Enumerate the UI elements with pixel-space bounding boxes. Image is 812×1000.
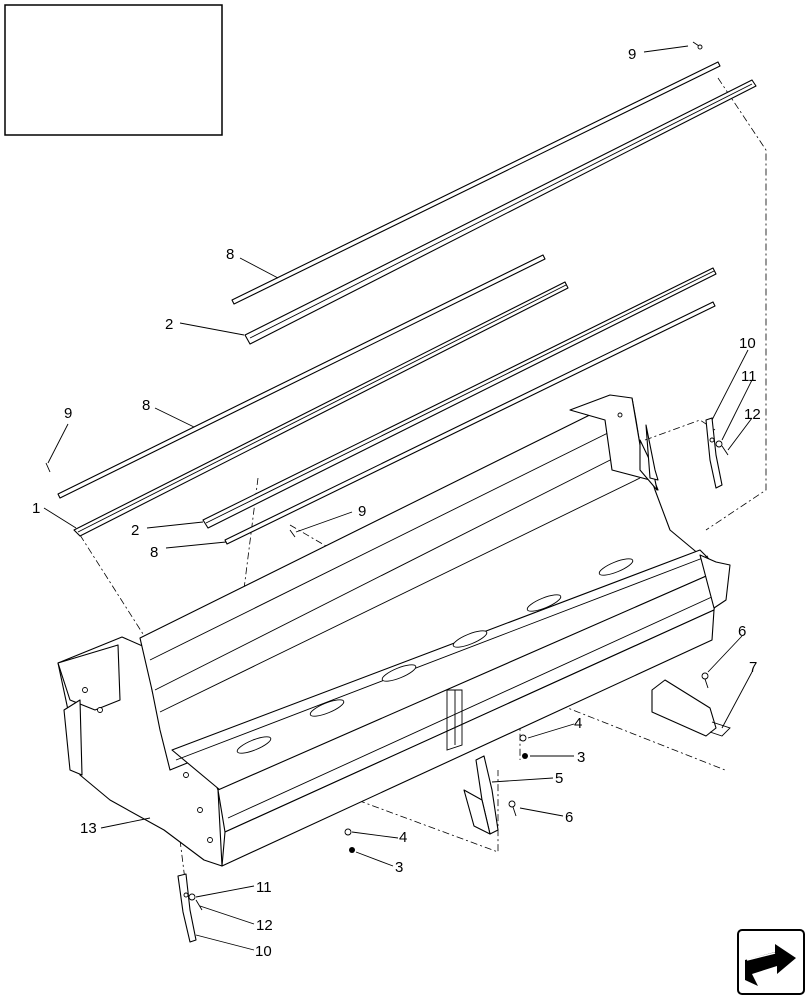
callout-9-mid: 9 [358, 503, 366, 520]
next-arrow-icon[interactable] [737, 929, 805, 995]
callout-9-top: 9 [628, 46, 636, 63]
leader-lines [43, 45, 753, 951]
screw-9-mid [289, 529, 296, 538]
callout-labels: 9 8 2 9 8 1 2 9 8 10 11 12 6 7 4 3 5 6 4… [32, 46, 761, 960]
strip-2-upper [244, 79, 757, 345]
strip-8-lower [224, 301, 716, 545]
callout-5: 5 [555, 770, 563, 787]
bracket-7 [651, 679, 731, 737]
callout-11-lower: 11 [256, 879, 272, 896]
bolt-6-right [701, 672, 709, 689]
bracket-10-upper [705, 417, 723, 489]
callout-13: 13 [80, 820, 97, 837]
callout-10-lower: 10 [255, 943, 272, 960]
bolt-6-mid [508, 800, 517, 817]
callout-3-mid: 3 [395, 859, 403, 876]
screw-9-top [692, 41, 703, 50]
callout-2-top: 2 [165, 316, 173, 333]
strip-8-upper [231, 61, 721, 305]
nut-11-upper [715, 440, 723, 448]
bolt-12-lower [195, 899, 203, 911]
main-frame [57, 394, 731, 867]
callout-8-top: 8 [226, 246, 234, 263]
callout-10-upper: 10 [739, 335, 756, 352]
bracket-5 [463, 755, 499, 835]
nut-3-mid [349, 847, 355, 853]
callout-12-lower: 12 [256, 917, 273, 934]
nut-3-right [522, 753, 528, 759]
inset-reference-box [4, 4, 223, 136]
nut-11-lower [188, 893, 196, 901]
callout-1: 1 [32, 500, 40, 517]
strip-8-left [57, 254, 546, 499]
callout-12-upper: 12 [744, 406, 761, 423]
callout-2-lower: 2 [131, 522, 139, 539]
strip-2-lower [202, 267, 717, 529]
bracket-10-lower [177, 873, 197, 943]
callout-8-lower: 8 [150, 544, 158, 561]
strip-1 [73, 281, 569, 537]
callout-11-upper: 11 [741, 368, 757, 385]
callout-6-right: 6 [738, 623, 746, 640]
callout-4-mid: 4 [399, 829, 407, 846]
washer-4-mid [344, 828, 352, 836]
callout-4-right: 4 [574, 715, 582, 732]
callout-8-left: 8 [142, 397, 150, 414]
callout-6-mid: 6 [565, 809, 573, 826]
callout-3-right: 3 [577, 749, 585, 766]
callout-7: 7 [749, 659, 757, 676]
callout-9-left: 9 [64, 405, 72, 422]
screw-9-left [45, 462, 51, 473]
washer-4-right [519, 734, 527, 742]
bolt-12-upper [721, 445, 729, 456]
